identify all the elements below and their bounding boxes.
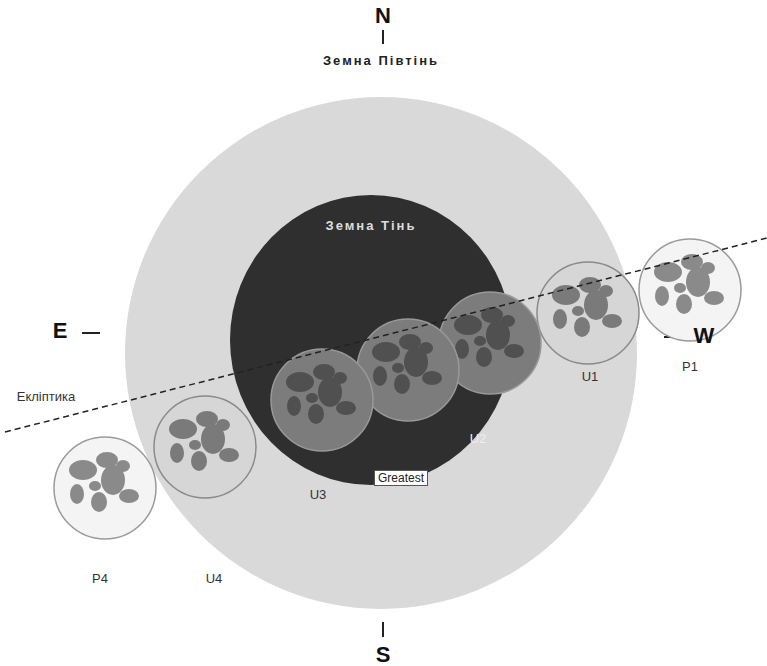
ecliptic-label: Екліптика — [17, 389, 75, 404]
contact-label: Greatest — [374, 470, 428, 486]
contact-label: U1 — [582, 369, 599, 384]
compass-letter: N — [375, 3, 391, 29]
compass-letter: W — [694, 323, 715, 349]
penumbra-circle: Земна ПівтіньЗемна Тінь — [125, 97, 637, 609]
contact-label: U3 — [310, 487, 327, 502]
region-title: Земна Тінь — [326, 218, 417, 233]
penumbra-circle-shape — [125, 97, 637, 609]
region-title: Земна Півтінь — [323, 53, 439, 68]
moon-disc — [271, 349, 373, 451]
contact-label: P1 — [682, 359, 698, 374]
moon-disc — [54, 437, 156, 539]
moon-disc — [154, 396, 256, 498]
compass-letter: E — [53, 318, 68, 344]
contact-label: U2 — [470, 431, 487, 446]
contact-label: U4 — [206, 571, 223, 586]
moon-disc — [537, 262, 639, 364]
compass-letter: S — [376, 642, 391, 666]
moon-disc — [639, 239, 741, 341]
contact-label: P4 — [92, 571, 108, 586]
compass-ticks — [82, 30, 682, 637]
